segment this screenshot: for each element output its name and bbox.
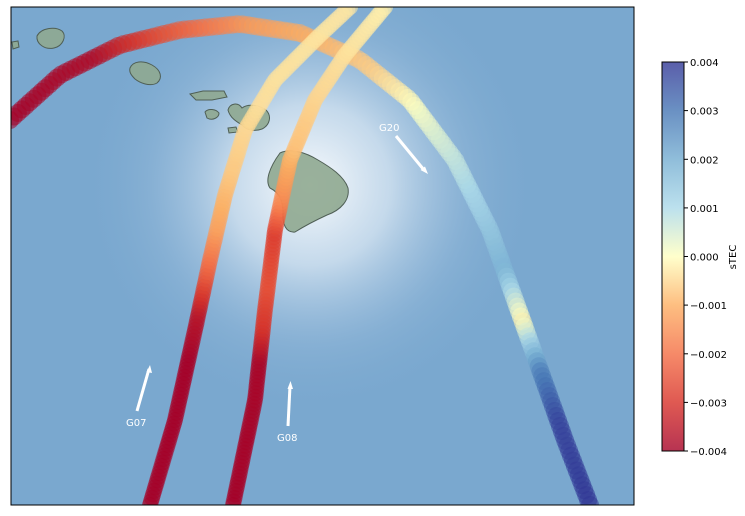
- island-niihau: [11, 40, 20, 50]
- colorbar-tick-label: 0.000: [690, 253, 719, 264]
- colorbar-tick-label: −0.004: [690, 447, 727, 458]
- G07-arrowhead-icon: [146, 365, 152, 373]
- track-G08-sample: [377, 7, 393, 15]
- island-lanai: [204, 109, 220, 120]
- satellite-G08-annotation: G08: [277, 381, 297, 444]
- track-G20-sample: [581, 496, 599, 505]
- G20-label: G20: [379, 123, 399, 134]
- island-molokai: [189, 90, 228, 101]
- colorbar: 0.004 0.003 0.002 0.001 0.000 −0.001 −0.…: [661, 58, 739, 458]
- G08-direction-arrow: [286, 385, 292, 427]
- colorbar-tick-label: 0.004: [690, 58, 719, 69]
- island-oahu: [129, 61, 161, 86]
- colorbar-tick-label: −0.001: [690, 301, 727, 312]
- G08-label: G08: [277, 433, 297, 444]
- track-G07-sample: [342, 7, 358, 15]
- island-kauai: [36, 27, 65, 49]
- G07-label: G07: [126, 418, 146, 429]
- track-G20: [11, 15, 599, 505]
- satellite-G07-annotation: G07: [126, 365, 152, 429]
- G20-arrowhead-icon: [420, 166, 428, 174]
- G20-direction-arrow: [394, 135, 426, 171]
- track-G08: [225, 7, 393, 505]
- map-frame: [10, 6, 635, 506]
- colorbar-tick-label: 0.001: [690, 204, 719, 215]
- G08-arrowhead-icon: [287, 381, 293, 389]
- colorbar-tick-label: 0.002: [690, 155, 719, 166]
- colorbar-ticks: 0.004 0.003 0.002 0.001 0.000 −0.001 −0.…: [684, 58, 727, 458]
- map-panel: G07 G08 G20: [10, 6, 635, 506]
- colorbar-gradient: [662, 62, 684, 451]
- colorbar-tick-label: −0.002: [690, 350, 727, 361]
- track-G07: [142, 7, 358, 505]
- satellite-tracks: [11, 7, 599, 505]
- satellite-G20-annotation: G20: [379, 123, 428, 174]
- colorbar-tick-label: −0.003: [690, 398, 727, 409]
- colorbar-tick-label: 0.003: [690, 107, 719, 118]
- colorbar-label: sTEC: [728, 245, 739, 270]
- G07-direction-arrow: [135, 368, 151, 412]
